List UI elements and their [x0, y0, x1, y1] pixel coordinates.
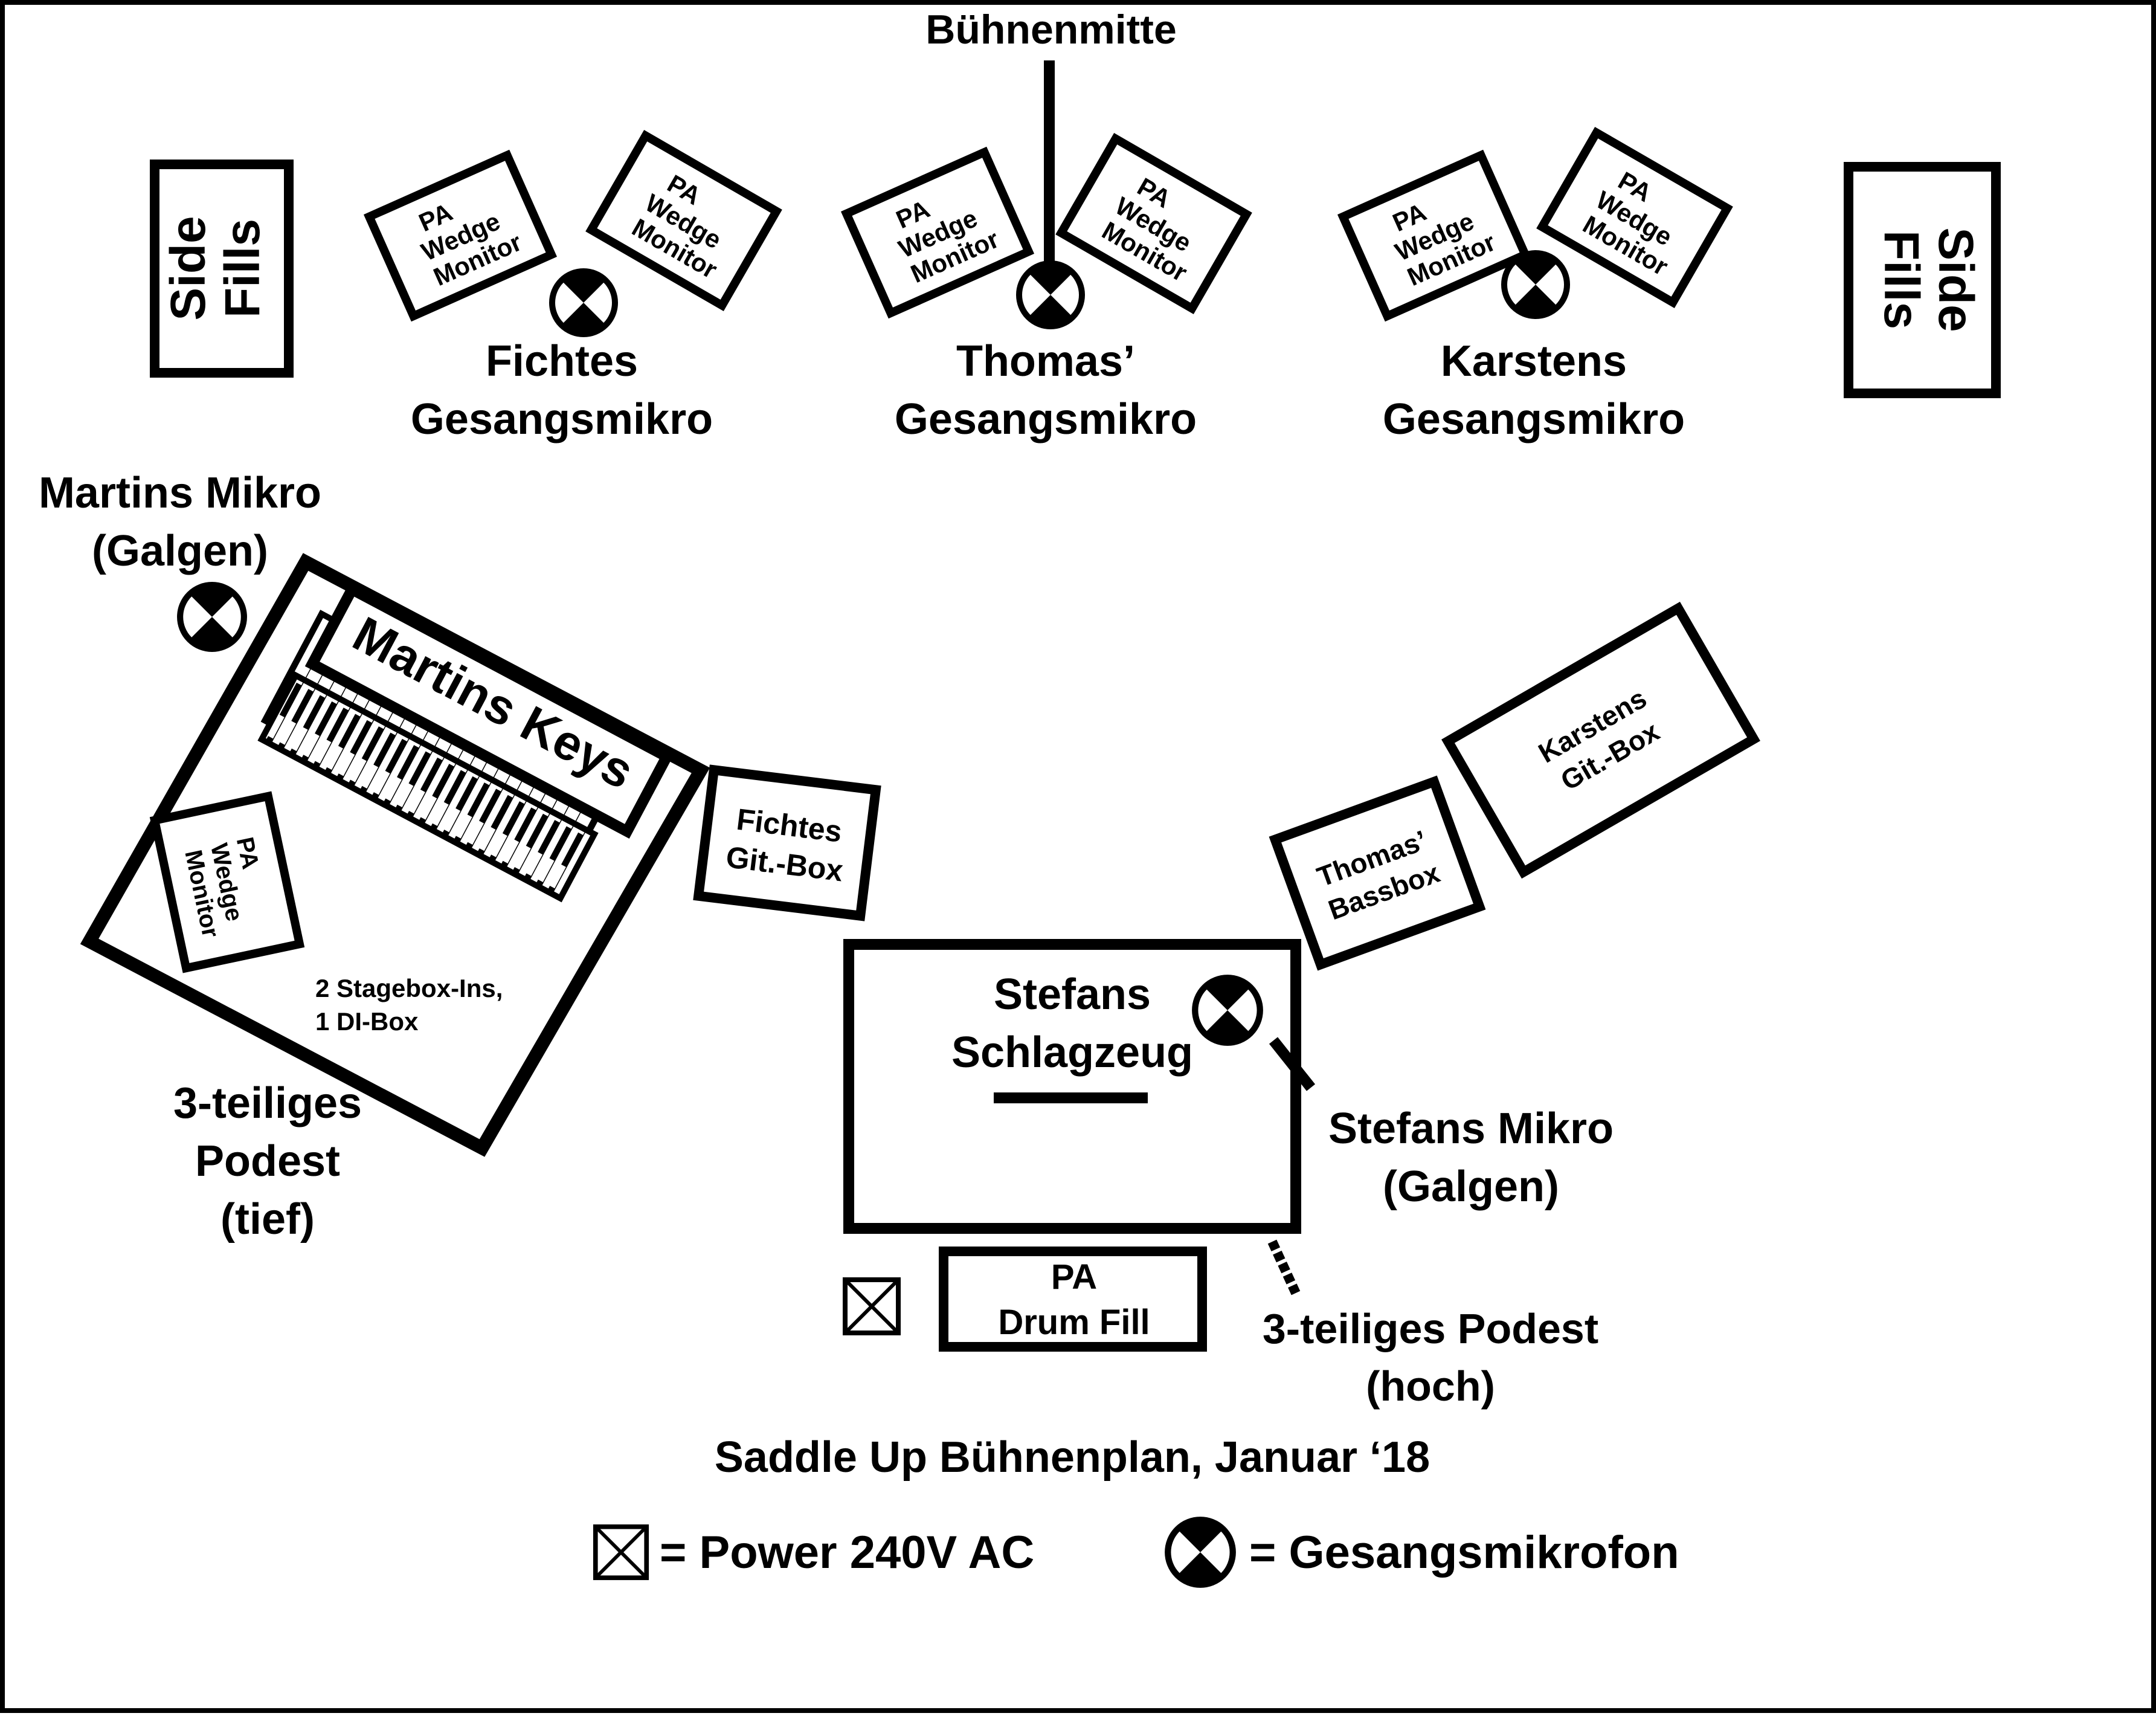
- drum-fill-label-1: PA: [1051, 1257, 1097, 1297]
- wedge-monitor-5: PA Wedge Monitor: [1337, 149, 1531, 322]
- karsten-mic-label-2: Gesangsmikro: [1383, 395, 1685, 444]
- drums-label-2: Schlagzeug: [951, 1028, 1193, 1077]
- podest-low-label-2: Podest: [195, 1137, 340, 1185]
- vocal-mic-icon: [552, 271, 615, 335]
- podest-high-marker: [1267, 1239, 1301, 1295]
- wedge-monitor-2: PA Wedge Monitor: [585, 129, 782, 312]
- vocal-mic-icon: [1019, 263, 1082, 327]
- wedge-monitor-3: PA Wedge Monitor: [840, 146, 1035, 319]
- karsten-guitar-amp: Karstens Git.-Box: [1441, 601, 1760, 879]
- center-line-label: Bühnenmitte: [925, 7, 1177, 53]
- fichte-guitar-amp: Fichtes Git.-Box: [693, 764, 881, 921]
- keyboard-upper: [257, 671, 599, 903]
- stagebox-label-1: 2 Stagebox-Ins,: [315, 974, 503, 1002]
- podest-high-label-1: 3-teiliges Podest: [1263, 1305, 1598, 1352]
- vocal-mic-icon: [1168, 1520, 1232, 1585]
- legend: = Power 240V AC = Gesangsmikrofon: [596, 1520, 1679, 1585]
- karsten-mic-label-1: Karstens: [1441, 337, 1627, 385]
- legend-mic-label: = Gesangsmikrofon: [1249, 1527, 1679, 1578]
- vocal-mic-icon: [1504, 253, 1567, 317]
- side-fill-left-line2: Fills: [215, 219, 270, 318]
- thomas-mic-label-1: Thomas’: [956, 337, 1135, 385]
- drum-throne: [994, 1092, 1148, 1103]
- thomas-bass-amp: Thomas’ Bassbox: [1269, 775, 1486, 971]
- plan-title: Saddle Up Bühnenplan, Januar ‘18: [715, 1433, 1430, 1482]
- vocal-mic-icon: [1195, 978, 1260, 1043]
- stefan-mic-label-2: (Galgen): [1383, 1163, 1559, 1211]
- power-outlet-icon: [845, 1280, 898, 1333]
- stefan-mic-boom: [1269, 1037, 1316, 1091]
- side-fill-left-line1: Side: [161, 216, 216, 320]
- wedge-monitor-4: PA Wedge Monitor: [1055, 132, 1252, 315]
- podest-low-label-3: (tief): [220, 1195, 315, 1243]
- thomas-mic-label-2: Gesangsmikro: [895, 395, 1197, 444]
- martin-mic-label-2: (Galgen): [92, 527, 268, 575]
- podest-high-label-2: (hoch): [1366, 1363, 1495, 1410]
- drums-label-1: Stefans: [994, 970, 1151, 1019]
- drum-riser: Stefans Schlagzeug: [843, 939, 1301, 1234]
- stefan-mic-label-1: Stefans Mikro: [1328, 1105, 1614, 1153]
- drum-fill-label-2: Drum Fill: [998, 1303, 1150, 1342]
- side-fill-left: Side Fills: [150, 160, 294, 378]
- side-fill-right: Side Fills: [1844, 162, 2001, 398]
- legend-power-label: = Power 240V AC: [660, 1527, 1034, 1578]
- wedge-pa-label: PA: [231, 835, 264, 872]
- wedge-monitor-6: PA Wedge Monitor: [1536, 126, 1733, 309]
- fichte-mic-label-2: Gesangsmikro: [411, 395, 713, 444]
- fichte-mic-label-1: Fichtes: [486, 337, 638, 385]
- stagebox-label-2: 1 DI-Box: [315, 1007, 419, 1036]
- side-fill-right-line2: Fills: [1874, 230, 1929, 329]
- wedge-monitor-1: PA Wedge Monitor: [363, 149, 558, 322]
- podest-low-label-1: 3-teiliges: [173, 1079, 362, 1127]
- power-outlet-icon: [596, 1527, 646, 1578]
- pa-drum-fill: PA Drum Fill: [939, 1247, 1207, 1352]
- martin-mic-label-1: Martins Mikro: [39, 469, 321, 517]
- wedge-monitor-keys: PA Wedge Monitor: [149, 791, 305, 973]
- side-fill-right-line1: Side: [1928, 227, 1983, 332]
- vocal-mic-icon: [180, 585, 244, 650]
